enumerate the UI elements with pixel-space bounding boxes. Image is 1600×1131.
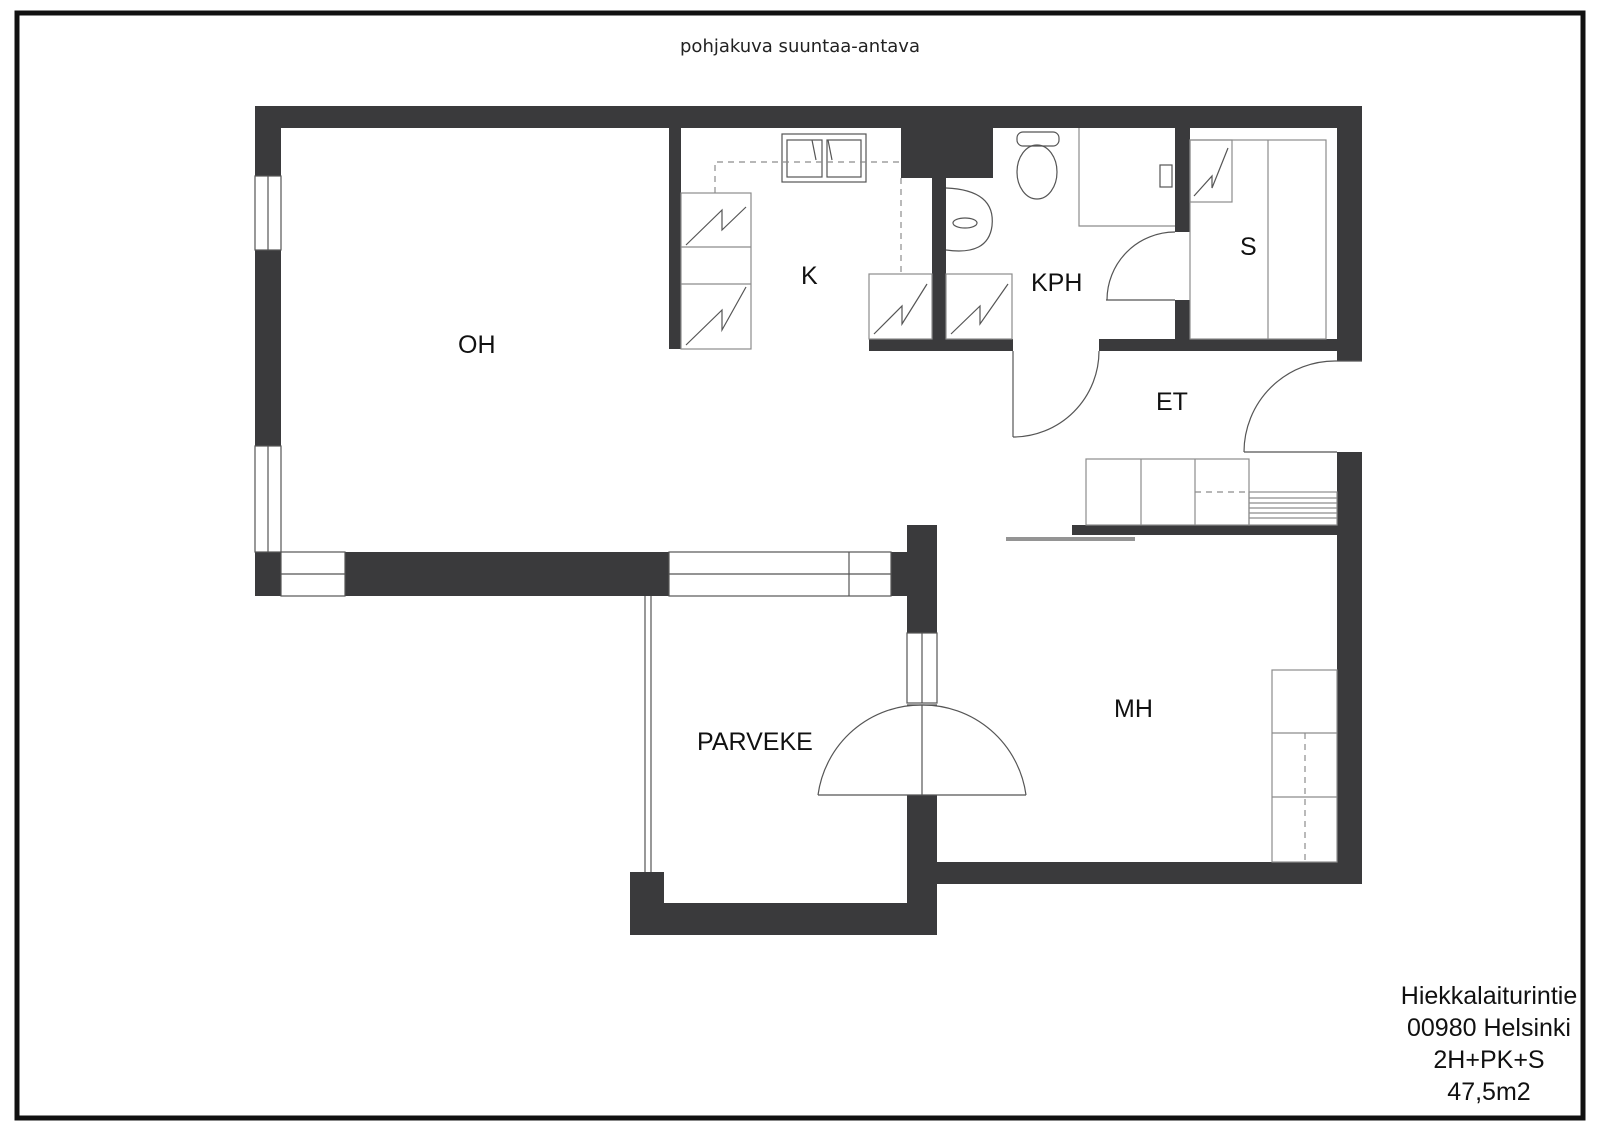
info-block: Hiekkalaiturintie 00980 Helsinki 2H+PK+S…: [1401, 982, 1577, 1106]
walls: [255, 106, 1362, 935]
room-label-et: ET: [1156, 388, 1188, 416]
windows: [254, 175, 938, 872]
sauna-fixtures: [1189, 139, 1327, 340]
room-label-parveke: PARVEKE: [697, 728, 813, 756]
entry-wardrobes: [1085, 458, 1338, 526]
room-label-kph: KPH: [1031, 269, 1082, 297]
info-city: 00980 Helsinki: [1407, 1014, 1571, 1042]
page-border: [14, 10, 1586, 1121]
info-street: Hiekkalaiturintie: [1401, 982, 1577, 1010]
room-label-k: K: [801, 262, 818, 290]
info-type: 2H+PK+S: [1433, 1046, 1544, 1074]
info-area: 47,5m2: [1447, 1078, 1530, 1106]
bedroom-wardrobes: [1271, 669, 1338, 863]
doors: [817, 231, 1362, 796]
plan-subtitle: pohjakuva suuntaa-antava: [680, 36, 920, 57]
bathroom-fixtures: [945, 128, 1175, 340]
room-label-mh: MH: [1114, 695, 1153, 723]
kitchen-fixtures: [680, 133, 933, 350]
room-label-oh: OH: [458, 331, 496, 359]
room-label-s: S: [1240, 233, 1257, 261]
